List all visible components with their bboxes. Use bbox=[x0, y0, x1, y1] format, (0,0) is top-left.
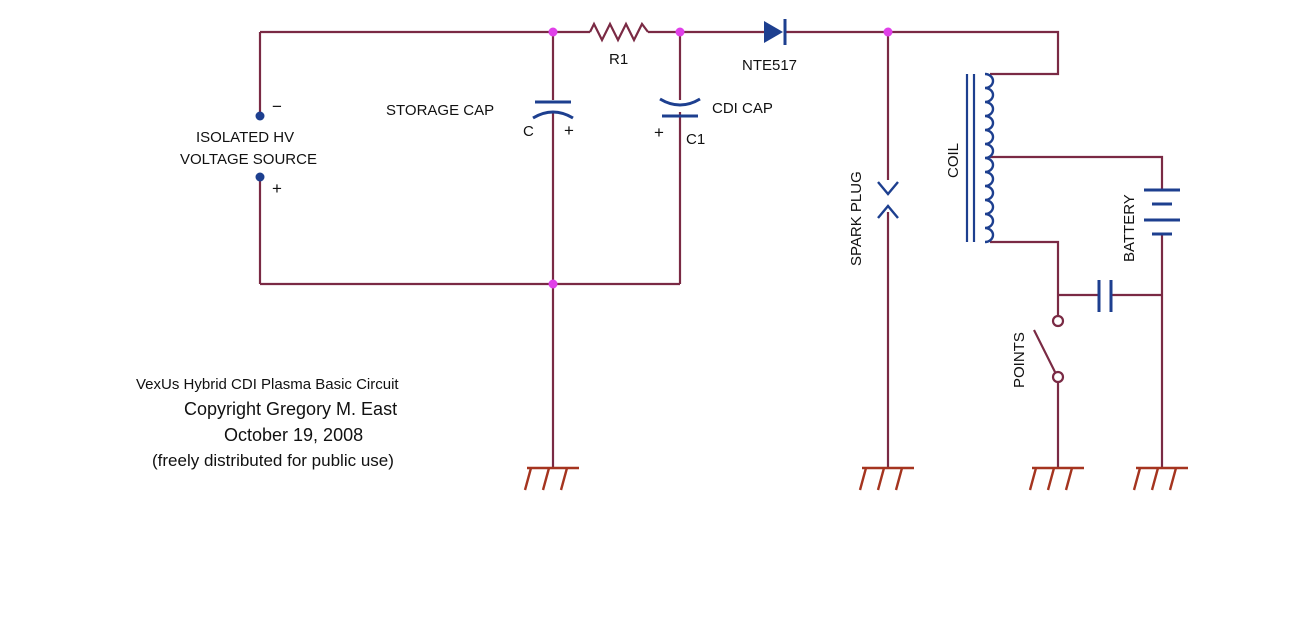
source-plus-sign: + bbox=[272, 179, 282, 198]
storage-cap-label: STORAGE CAP bbox=[386, 102, 494, 119]
coil-label: COIL bbox=[945, 143, 962, 178]
credit-date: October 19, 2008 bbox=[224, 425, 363, 445]
cdi-capacitor bbox=[659, 97, 701, 118]
ground-symbol-points bbox=[1028, 466, 1084, 491]
points-switch bbox=[1033, 314, 1065, 384]
storage-capacitor bbox=[532, 100, 574, 120]
ignition-coil bbox=[965, 72, 995, 244]
battery bbox=[1144, 188, 1180, 236]
cdi-cap-label: CDI CAP bbox=[712, 100, 773, 117]
top-rail-diode-to-coil bbox=[785, 30, 1060, 76]
condenser bbox=[1097, 280, 1113, 312]
points-label: POINTS bbox=[1011, 332, 1028, 388]
r1-label: R1 bbox=[609, 51, 628, 68]
coil-tap-to-battery bbox=[990, 155, 1164, 190]
battery-label: BATTERY bbox=[1121, 194, 1138, 262]
credit-copyright: Copyright Gregory M. East bbox=[184, 399, 397, 419]
spark-plug-label: SPARK PLUG bbox=[848, 171, 865, 266]
source-label-line1: ISOLATED HV bbox=[196, 129, 294, 146]
storage-cap-ref: C bbox=[523, 123, 534, 140]
storage-cap-plus: + bbox=[564, 121, 574, 140]
ground-symbol-spark-plug bbox=[858, 466, 914, 491]
credit-license: (freely distributed for public use) bbox=[152, 451, 394, 470]
spark-plug bbox=[877, 181, 899, 219]
wires bbox=[258, 30, 1164, 468]
voltage-source-terminals bbox=[255, 111, 265, 182]
cdi-cap-ref: C1 bbox=[686, 131, 705, 148]
junction-dots bbox=[548, 27, 893, 289]
resistor-r1 bbox=[589, 21, 649, 43]
diode-label: NTE517 bbox=[742, 57, 797, 74]
diode-nte517 bbox=[764, 19, 787, 45]
ground-symbol-battery bbox=[1132, 466, 1188, 491]
coil-bottom-to-points bbox=[990, 240, 1060, 316]
ground-symbol-storage bbox=[523, 466, 579, 491]
source-minus-sign: − bbox=[272, 97, 282, 116]
credit-title: VexUs Hybrid CDI Plasma Basic Circuit bbox=[136, 376, 399, 393]
cdi-cap-plus: + bbox=[654, 123, 664, 142]
source-label-line2: VOLTAGE SOURCE bbox=[180, 151, 317, 168]
